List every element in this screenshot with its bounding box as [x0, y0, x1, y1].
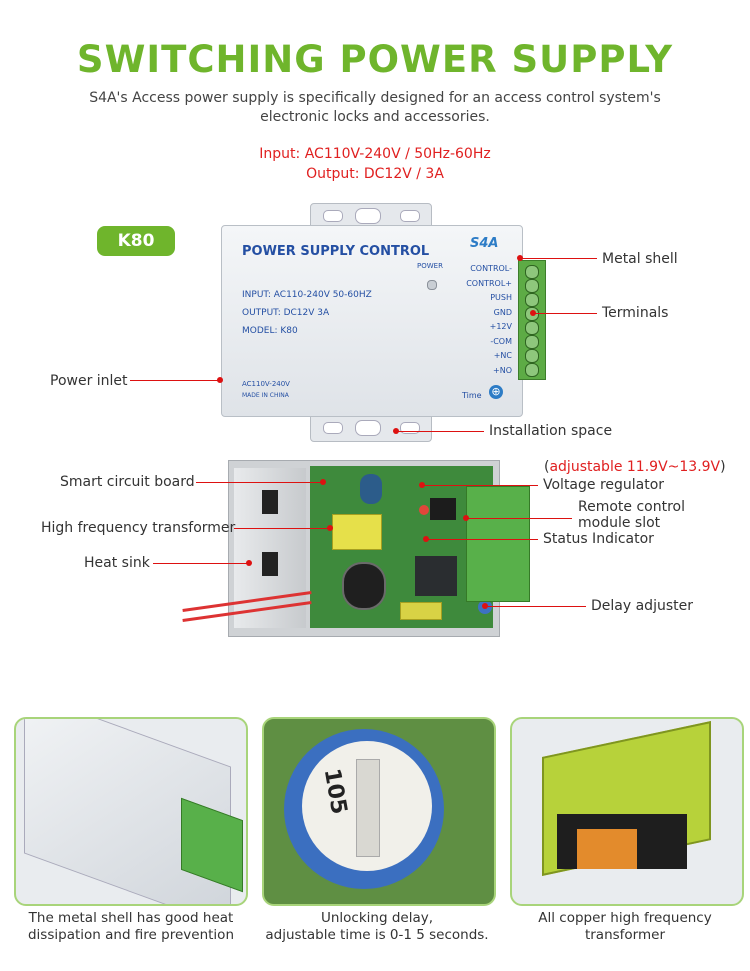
mount-hole [400, 422, 420, 434]
mount-hole [355, 208, 381, 224]
callout-line [196, 482, 323, 483]
callout-dot [217, 377, 223, 383]
terminal-screw [525, 321, 539, 335]
terminal-screw [525, 335, 539, 349]
label-remote-control-line-1: Remote control [578, 499, 685, 515]
label-hf-transformer: High frequency transformer [41, 520, 236, 536]
spec-input: Input: AC110V-240V / 50Hz-60Hz [259, 146, 491, 162]
callout-line [422, 485, 538, 486]
panel-output-line: OUTPUT: DC12V 3A [242, 308, 330, 318]
feature-image-transformer [510, 717, 744, 906]
capacitor [342, 562, 386, 610]
callout-line [485, 606, 586, 607]
feature-caption: Unlocking delay, adjustable time is 0-1 … [252, 910, 502, 944]
terminal-label: +NC [493, 351, 512, 360]
mosfet [262, 490, 278, 514]
page-title: SWITCHING POWER SUPPLY [76, 38, 674, 81]
feature-caption: The metal shell has good heat dissipatio… [6, 910, 256, 944]
feature-image-metal-shell [14, 717, 248, 906]
subtitle-line-2: electronic locks and accessories. [260, 109, 490, 125]
terminal-labels: CONTROL- CONTROL+ PUSH GND +12V -COM +NC… [464, 262, 512, 378]
brand-logo: S4A [470, 236, 499, 251]
terminal-label: +12V [489, 322, 512, 331]
power-led-label: POWER [417, 262, 443, 270]
label-smart-circuit-board: Smart circuit board [60, 474, 195, 490]
callout-line [520, 258, 597, 259]
inductor [400, 602, 442, 620]
label-voltage-regulator: Voltage regulator [543, 477, 665, 493]
copper-winding [577, 829, 637, 869]
mosfet [262, 552, 278, 576]
panel-bottom-volt: AC110V-240V [242, 380, 290, 388]
callout-line [234, 528, 330, 529]
mount-hole [400, 210, 420, 222]
label-adjustable-value: adjustable 11.9V~13.9V [549, 459, 721, 475]
label-metal-shell: Metal shell [602, 251, 678, 267]
label-remote-control-line-2: module slot [578, 515, 661, 531]
hf-transformer [332, 514, 382, 550]
terminal-label: -COM [490, 336, 512, 346]
dial-slot [356, 759, 380, 857]
caption-line: The metal shell has good heat [28, 910, 234, 926]
caption-line: Unlocking delay, [320, 910, 434, 926]
callout-dot [517, 255, 523, 261]
panel-made-in: MADE IN CHINA [242, 392, 289, 399]
subtitle-line-1: S4A's Access power supply is specificall… [89, 90, 661, 106]
label-power-inlet: Power inlet [50, 373, 128, 389]
panel-model-line: MODEL: K80 [242, 326, 298, 336]
model-badge: K80 [97, 226, 175, 256]
label-heat-sink: Heat sink [84, 555, 150, 571]
spec-output: Output: DC12V / 3A [306, 166, 444, 182]
label-terminals: Terminals [602, 305, 669, 321]
feature-caption: All copper high frequency transformer [500, 910, 750, 944]
terminal-screw [525, 279, 539, 293]
feature-image-delay: 105 [262, 717, 496, 906]
label-status-indicator: Status Indicator [543, 531, 654, 547]
callout-line [130, 380, 220, 381]
subtitle: S4A's Access power supply is specificall… [0, 89, 750, 127]
terminal-block [518, 260, 546, 380]
callout-line [153, 563, 249, 564]
caption-line: adjustable time is 0-1 5 seconds. [265, 927, 489, 943]
caption-line: transformer [584, 927, 666, 943]
time-dial-icon: ⊕ [489, 385, 503, 399]
label-adjustable: (adjustable 11.9V~13.9V) [544, 459, 726, 475]
callout-dot [530, 310, 536, 316]
label-delay-adjuster: Delay adjuster [591, 598, 693, 614]
label-installation-space: Installation space [489, 423, 613, 439]
panel-title: POWER SUPPLY CONTROL [242, 244, 430, 259]
terminal-screw [525, 265, 539, 279]
terminal-label: +NO [493, 365, 512, 375]
callout-line [533, 313, 597, 314]
label-remote-control: Remote control module slot [578, 499, 685, 531]
terminal-screw [525, 363, 539, 377]
callout-line [466, 518, 572, 519]
terminal-label: PUSH [490, 293, 512, 302]
caption-line: dissipation and fire prevention [27, 927, 234, 943]
mount-hole [355, 420, 381, 436]
callout-dot [320, 479, 326, 485]
ic-chip [430, 498, 456, 520]
capacitor [360, 474, 382, 504]
terminal-label: GND [493, 307, 512, 317]
terminal-screw [525, 349, 539, 363]
callout-line [396, 431, 484, 432]
callout-dot [327, 525, 333, 531]
mount-hole [323, 422, 343, 434]
relay [415, 556, 457, 596]
metal-shell: POWER SUPPLY CONTROL INPUT: AC110-240V 5… [221, 225, 523, 417]
mount-hole [323, 210, 343, 222]
power-led [427, 280, 437, 290]
terminal-label: CONTROL+ [466, 278, 512, 288]
callout-dot [246, 560, 252, 566]
time-label: Time [462, 391, 482, 400]
board-terminal-block [466, 486, 530, 602]
terminal-label: CONTROL- [470, 264, 512, 273]
terminal-screw [525, 293, 539, 307]
caption-line: All copper high frequency [538, 910, 712, 926]
status-led [419, 505, 429, 515]
panel-input-line: INPUT: AC110-240V 50-60HZ [242, 290, 372, 300]
callout-line [426, 539, 538, 540]
